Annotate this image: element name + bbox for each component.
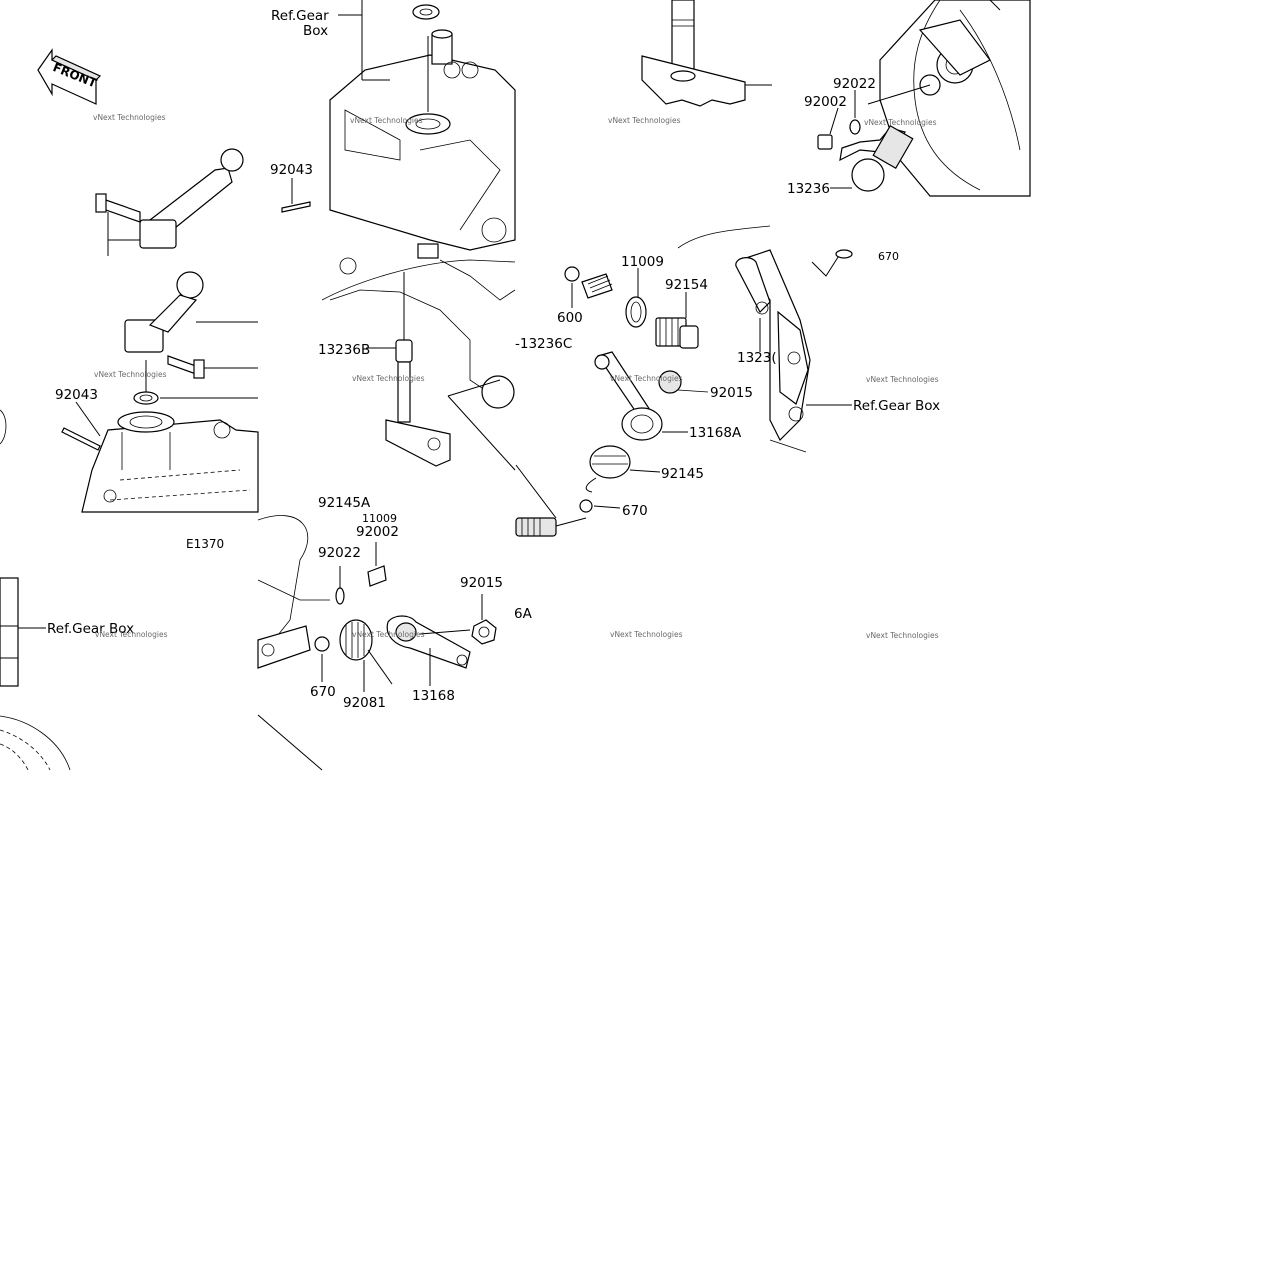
watermark-3: vNext Technologies bbox=[608, 116, 681, 125]
part-labels: Ref.Gear Box 92043 92043 92022 92002 132… bbox=[47, 8, 940, 711]
panel-detent-center bbox=[515, 266, 709, 537]
label-1323-partial: 1323( bbox=[737, 350, 777, 366]
panel-gear-case-mid bbox=[321, 243, 516, 471]
label-ref-gear-box-right: Ref.Gear Box bbox=[853, 398, 940, 414]
watermark-7: vNext Technologies bbox=[610, 374, 683, 383]
label-11009-partial: 11009 bbox=[362, 512, 397, 525]
watermark-4: vNext Technologies bbox=[864, 118, 937, 127]
label-13236B: 13236B bbox=[318, 342, 370, 358]
watermarks: vNext Technologies vNext Technologies vN… bbox=[93, 113, 939, 640]
label-670-bottom: 670 bbox=[310, 684, 336, 700]
label-92043-left: 92043 bbox=[55, 387, 98, 403]
label-13168A: 13168A bbox=[689, 425, 742, 441]
label-92015-mid: 92015 bbox=[710, 385, 753, 401]
front-arrow-badge: FRONT bbox=[37, 48, 102, 105]
watermark-9: vNext Technologies bbox=[95, 630, 168, 639]
label-92145: 92145 bbox=[661, 466, 704, 482]
label-670-mid: 670 bbox=[622, 503, 648, 519]
label-ref-gear-box-left: Ref.Gear Box bbox=[47, 621, 134, 637]
label-ref-gear-box-top-1: Ref.Gear bbox=[271, 8, 329, 24]
label-ref-gear-box-top-2: Box bbox=[303, 23, 328, 39]
label-92081: 92081 bbox=[343, 695, 386, 711]
watermark-2: vNext Technologies bbox=[350, 116, 423, 125]
label-92022-bottom: 92022 bbox=[318, 545, 361, 561]
label-600: 600 bbox=[557, 310, 583, 326]
watermark-10: vNext Technologies bbox=[352, 630, 425, 639]
label-13236C: -13236C bbox=[515, 336, 572, 352]
watermark-6: vNext Technologies bbox=[352, 374, 425, 383]
label-11009: 11009 bbox=[621, 254, 664, 270]
panel-case-top-right bbox=[817, 0, 1031, 197]
panel-shaft-top-center bbox=[641, 0, 772, 107]
label-92002-bottom: 92002 bbox=[356, 524, 399, 540]
label-92154: 92154 bbox=[665, 277, 708, 293]
label-13236-top: 13236 bbox=[787, 181, 830, 197]
label-670-partial-top: 670 bbox=[878, 250, 899, 263]
label-92002-top: 92002 bbox=[804, 94, 847, 110]
label-92043-top: 92043 bbox=[270, 162, 313, 178]
panel-left-edge bbox=[0, 409, 71, 771]
watermark-8: vNext Technologies bbox=[866, 375, 939, 384]
label-92145A: 92145A bbox=[318, 495, 371, 511]
watermark-1: vNext Technologies bbox=[93, 113, 166, 122]
label-92015-bottom: 92015 bbox=[460, 575, 503, 591]
watermark-11: vNext Technologies bbox=[610, 630, 683, 639]
panel-shift-arm-top bbox=[95, 148, 244, 256]
section-code: E1370 bbox=[186, 537, 224, 551]
label-92022-top: 92022 bbox=[833, 76, 876, 92]
panel-shift-arm-mid bbox=[61, 271, 259, 513]
panel-lever-bottom bbox=[257, 515, 497, 771]
panel-gear-case-top bbox=[281, 0, 516, 251]
label-13168: 13168 bbox=[412, 688, 455, 704]
watermark-12: vNext Technologies bbox=[866, 631, 939, 640]
label-6A-partial: 6A bbox=[514, 606, 533, 622]
panel-gear-box-right bbox=[677, 225, 853, 453]
watermark-5: vNext Technologies bbox=[94, 370, 167, 379]
